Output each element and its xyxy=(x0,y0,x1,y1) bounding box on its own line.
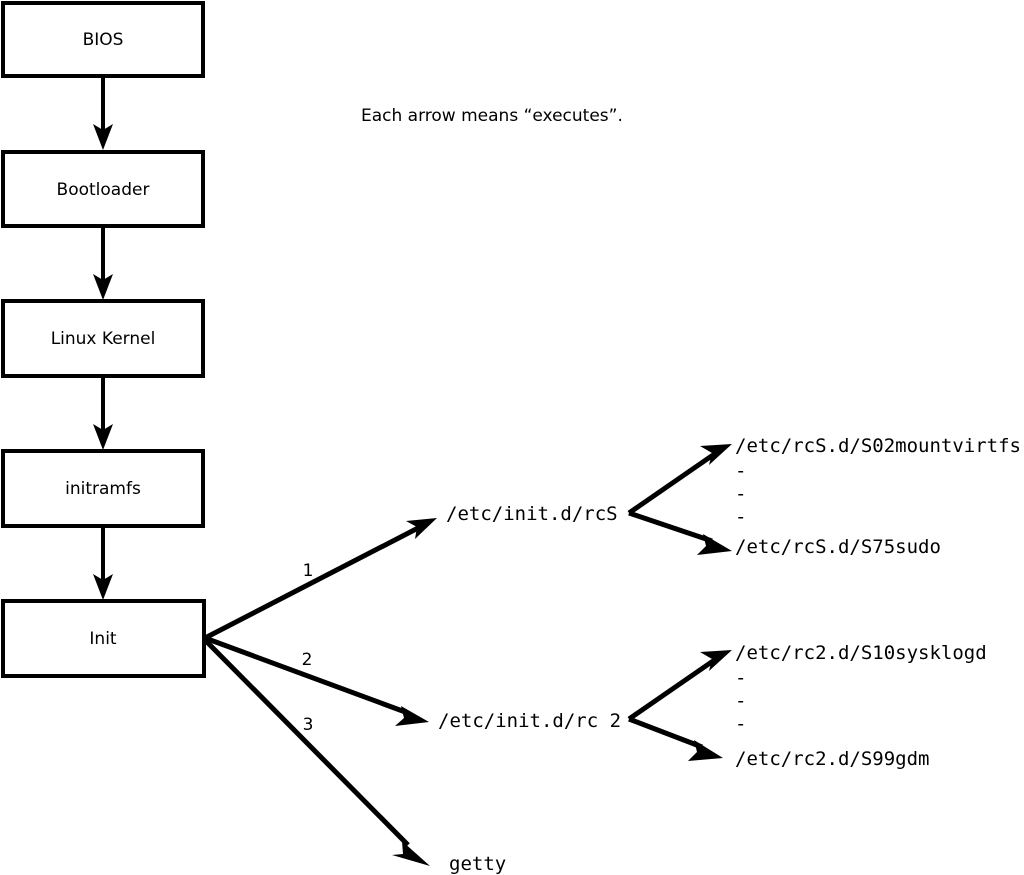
rcs-first-arrow xyxy=(627,444,732,516)
init-branches-group: 1 /etc/init.d/rcS 2 /etc/init.d/rc 2 3 g… xyxy=(203,503,621,875)
rcs-script-last[interactable]: /etc/rcS.d/S75sudo xyxy=(735,536,941,558)
branch-1-arrow xyxy=(203,518,437,641)
arrow-head-icon xyxy=(700,444,732,465)
node-init[interactable]: Init xyxy=(1,599,206,678)
branch-number-2: 2 xyxy=(302,650,313,670)
node-bootloader[interactable]: Bootloader xyxy=(1,150,205,228)
initramfs-label: initramfs xyxy=(65,479,141,499)
linux-kernel-label: Linux Kernel xyxy=(51,329,156,349)
rc2-script-last[interactable]: /etc/rc2.d/S99gdm xyxy=(735,748,929,770)
arrow-head-icon xyxy=(93,124,113,150)
rc2-ellipsis-dash: - xyxy=(735,690,746,712)
rc2-ellipsis-dash: - xyxy=(735,667,746,689)
bios-box[interactable] xyxy=(1,1,205,78)
branch-3-arrow xyxy=(203,638,430,866)
arrow-head-icon xyxy=(93,274,113,300)
arrow-head-icon xyxy=(688,740,723,761)
arrow-bootloader-to-kernel xyxy=(93,226,113,300)
bootloader-box[interactable] xyxy=(1,150,205,228)
rcs-ellipsis-dash: - xyxy=(735,506,746,528)
branch-target-rc2[interactable]: /etc/init.d/rc 2 xyxy=(438,710,621,732)
rc2-last-arrow xyxy=(628,716,723,761)
branch-target-getty[interactable]: getty xyxy=(449,853,506,875)
rc2-ellipsis-dash: - xyxy=(735,713,746,735)
init-box[interactable] xyxy=(1,599,206,678)
arrow-head-icon xyxy=(406,518,437,539)
arrow-head-icon xyxy=(392,841,430,866)
branch-number-3: 3 xyxy=(303,715,314,735)
rcs-last-arrow xyxy=(628,510,732,555)
node-initramfs[interactable]: initramfs xyxy=(1,449,205,528)
arrow-kernel-to-initramfs xyxy=(93,376,113,450)
boot-chain-group: BIOS Bootloader Linux Kernel xyxy=(1,1,206,678)
rc2-script-first[interactable]: /etc/rc2.d/S10sysklogd xyxy=(735,642,987,664)
rcs-ellipsis-dash: - xyxy=(735,460,746,482)
rcs-subbranch-group: /etc/rcS.d/S02mountvirtfs - - - /etc/rcS… xyxy=(627,435,1021,558)
arrow-head-icon xyxy=(700,650,732,671)
arrow-head-icon xyxy=(395,706,429,726)
arrow-initramfs-to-init xyxy=(93,526,113,600)
bios-label: BIOS xyxy=(83,30,124,50)
linux-kernel-box[interactable] xyxy=(1,299,205,378)
arrow-head-icon xyxy=(93,424,113,450)
bootloader-label: Bootloader xyxy=(57,180,150,200)
branch-2-arrow xyxy=(204,635,429,726)
branch-number-1: 1 xyxy=(303,561,314,581)
rc2-first-arrow xyxy=(627,650,732,722)
arrow-bios-to-bootloader xyxy=(93,76,113,150)
legend-note: Each arrow means “executes”. xyxy=(361,106,623,126)
node-linux-kernel[interactable]: Linux Kernel xyxy=(1,299,205,378)
init-label: Init xyxy=(89,629,117,649)
arrow-head-icon xyxy=(697,534,732,555)
rcs-ellipsis-dash: - xyxy=(735,483,746,505)
arrow-head-icon xyxy=(93,574,113,600)
branch-target-rcs[interactable]: /etc/init.d/rcS xyxy=(446,503,618,525)
rc2-subbranch-group: /etc/rc2.d/S10sysklogd - - - /etc/rc2.d/… xyxy=(627,642,987,770)
node-bios[interactable]: BIOS xyxy=(1,1,205,78)
rcs-script-first[interactable]: /etc/rcS.d/S02mountvirtfs xyxy=(735,435,1021,457)
